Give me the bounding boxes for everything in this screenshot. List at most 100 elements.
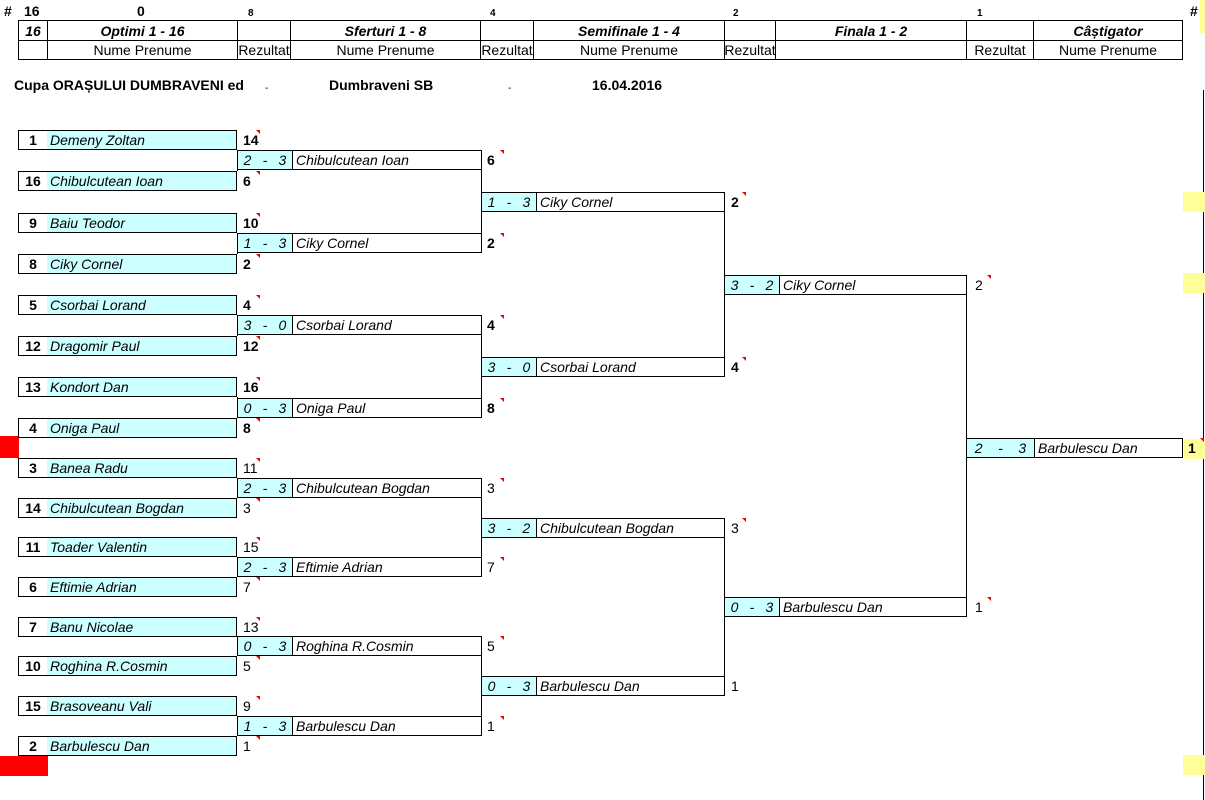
semi-score[interactable]: 3 (731, 520, 739, 536)
player-name-cell[interactable]: Barbulescu Dan (47, 736, 237, 756)
match-score: 2-3 (238, 479, 293, 497)
player-name-cell[interactable]: Ciky Cornel (47, 254, 237, 274)
highlight-cell-top (1200, 0, 1205, 33)
player-score[interactable]: 14 (243, 132, 259, 148)
seed-number: 10 (18, 656, 48, 676)
quarter-score[interactable]: 7 (487, 559, 495, 575)
connector-line (481, 656, 482, 736)
player-name-cell[interactable]: Banea Radu (47, 458, 237, 478)
match-score-right: 0 (522, 359, 531, 375)
final-score[interactable]: 1 (975, 599, 983, 615)
match-score-right: 3 (278, 480, 287, 496)
comment-indicator (742, 357, 746, 361)
player-score[interactable]: 7 (243, 579, 251, 595)
match-winner-name: Csorbai Lorand (296, 317, 392, 333)
winner-score-right: 3 (1018, 440, 1027, 456)
player-name-cell[interactable]: Eftimie Adrian (47, 577, 237, 597)
player-name-cell[interactable]: Banu Nicolae (47, 617, 237, 637)
player-name-cell[interactable]: Roghina R.Cosmin (47, 656, 237, 676)
header-name-2: Nume Prenume (290, 40, 481, 60)
player-name-cell[interactable]: Baiu Teodor (47, 213, 237, 233)
player-score[interactable]: 6 (243, 173, 251, 189)
player-name-cell[interactable]: Brasoveanu Vali (47, 696, 237, 716)
connector-line (481, 170, 482, 253)
header-blank-1 (237, 20, 291, 41)
player-score[interactable]: 16 (243, 379, 259, 395)
semi-score[interactable]: 1 (731, 678, 739, 694)
player-name-cell[interactable]: Csorbai Lorand (47, 295, 237, 315)
quarter-score[interactable]: 6 (487, 152, 495, 168)
player-name-cell[interactable]: Oniga Paul (47, 418, 237, 438)
seed-number: 5 (18, 295, 48, 315)
player-score[interactable]: 9 (243, 698, 251, 714)
match-winner-name: Barbulescu Dan (540, 678, 640, 694)
player-score[interactable]: 10 (243, 215, 259, 231)
connector-line (237, 557, 238, 577)
connector-line (724, 212, 725, 377)
quarter-score[interactable]: 2 (487, 235, 495, 251)
player-score[interactable]: 3 (243, 500, 251, 516)
match-score-dash: - (506, 194, 512, 210)
final-score[interactable]: 2 (975, 277, 983, 293)
quarter-score[interactable]: 3 (487, 480, 495, 496)
match-score-right: 3 (765, 599, 774, 615)
player-score[interactable]: 2 (243, 256, 251, 272)
player-name-cell[interactable]: Demeny Zoltan (47, 130, 237, 150)
match-score: 2-3 (238, 151, 293, 169)
quarter-score[interactable]: 5 (487, 638, 495, 654)
comment-indicator (1200, 438, 1204, 442)
player-name-cell[interactable]: Toader Valentin (47, 537, 237, 557)
match-winner-name: Barbulescu Dan (296, 718, 396, 734)
header-name-5: Nume Prenume (1033, 40, 1183, 60)
connector-line (237, 150, 238, 171)
info-dash-2: - (508, 83, 512, 94)
player-score[interactable]: 11 (243, 460, 258, 476)
quarter-score[interactable]: 1 (487, 718, 495, 734)
header-blank-4 (966, 20, 1034, 41)
connector-line (237, 478, 238, 498)
match-score: 0-3 (725, 598, 780, 616)
quarter-score[interactable]: 4 (487, 317, 495, 333)
match-score-left: 3 (243, 317, 252, 333)
match-score-dash: - (262, 152, 268, 168)
match-score-right: 3 (278, 152, 287, 168)
player-name-cell[interactable]: Kondort Dan (47, 377, 237, 397)
player-score[interactable]: 13 (243, 619, 259, 635)
match-score-right: 3 (278, 400, 287, 416)
match-winner-name: Csorbai Lorand (540, 359, 636, 375)
comment-indicator (256, 696, 260, 700)
player-score[interactable]: 12 (243, 338, 259, 354)
player-score[interactable]: 5 (243, 658, 251, 674)
connector-line (237, 315, 238, 336)
player-name-cell[interactable]: Dragomir Paul (47, 336, 237, 356)
match-winner-name: Eftimie Adrian (296, 559, 383, 575)
player-score[interactable]: 8 (243, 420, 251, 436)
player-name-cell[interactable]: Chibulcutean Ioan (47, 171, 237, 191)
match-score-dash: - (262, 480, 268, 496)
match-score: 3-0 (238, 316, 293, 334)
player-score[interactable]: 1 (243, 738, 251, 754)
player-score[interactable]: 4 (243, 297, 251, 313)
semi-score[interactable]: 4 (731, 359, 739, 375)
quarter-score[interactable]: 8 (487, 400, 495, 416)
semi-score[interactable]: 2 (731, 194, 739, 210)
player-name-cell[interactable]: Chibulcutean Bogdan (47, 498, 237, 518)
highlight-cell-2 (1183, 273, 1205, 293)
player-score[interactable]: 15 (243, 539, 259, 555)
match-winner-name: Ciky Cornel (296, 235, 369, 251)
